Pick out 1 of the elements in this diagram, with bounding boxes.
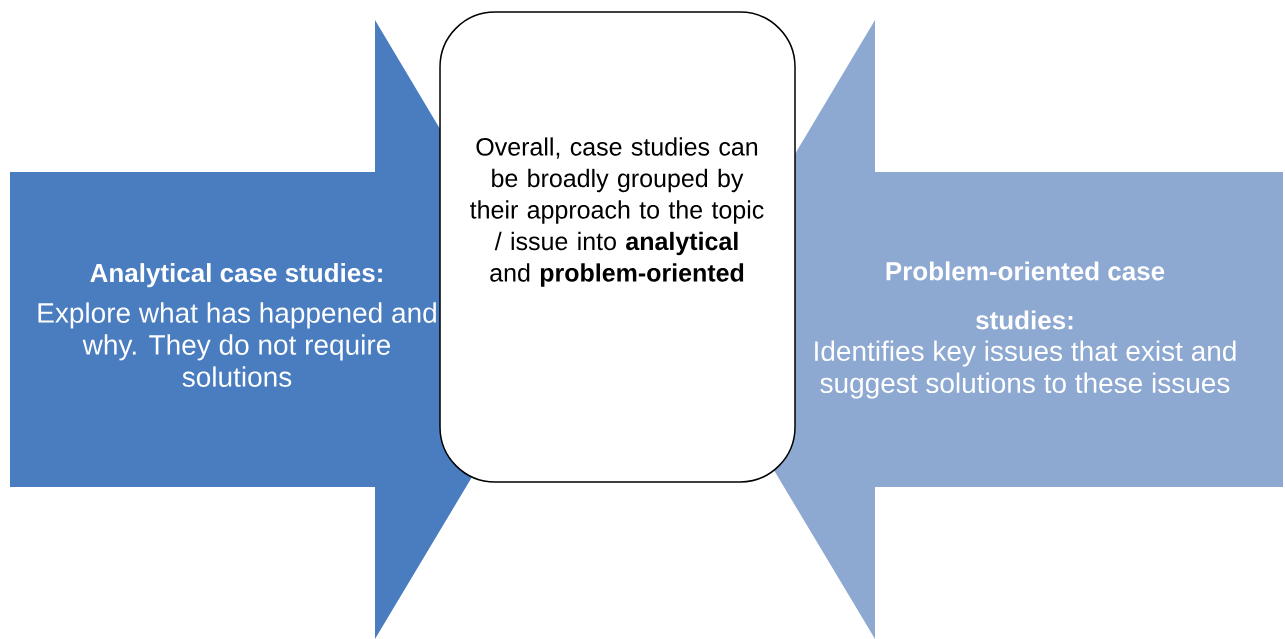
rounded-box: Overall, case studies can be broadly grouped by their approach to the topic / issue into analytical and problem-oriented: [439, 11, 796, 483]
